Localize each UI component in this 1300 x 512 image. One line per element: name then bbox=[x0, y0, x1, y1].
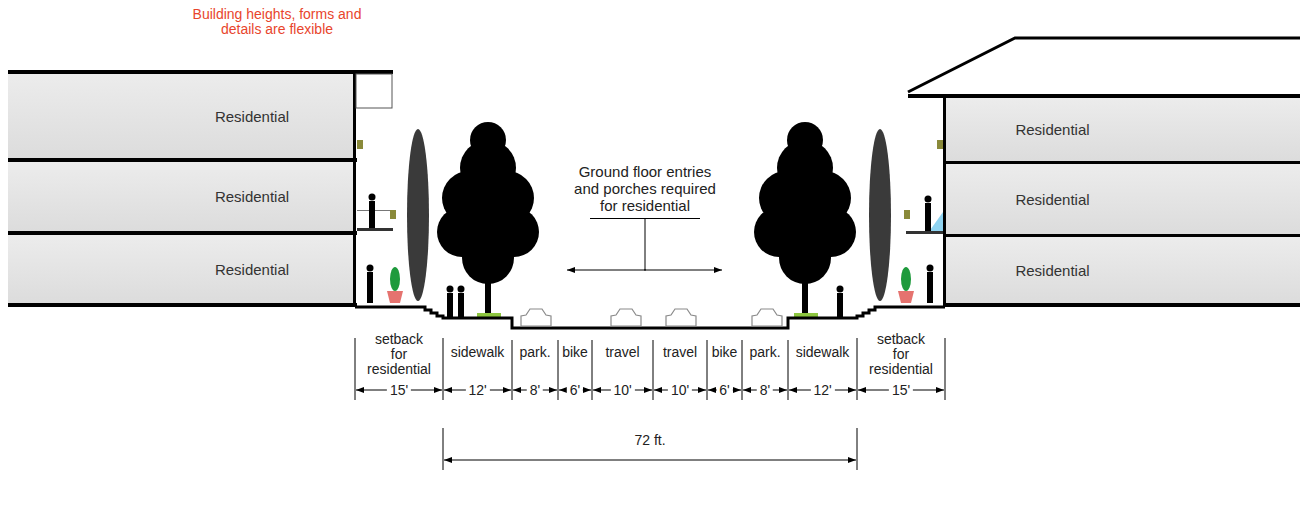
planter bbox=[390, 210, 396, 219]
roof-line bbox=[908, 38, 1300, 92]
dimension-label: bike bbox=[562, 345, 588, 360]
left-facade-details bbox=[357, 140, 403, 303]
floor-use-label: Residential bbox=[215, 188, 289, 205]
dimension-label: park. bbox=[519, 345, 550, 360]
dimension-tick bbox=[788, 340, 789, 400]
floor-band: Residential bbox=[8, 235, 353, 303]
dimension-label: travel bbox=[663, 345, 697, 360]
dimension-label: setback for residential bbox=[365, 332, 433, 377]
dimension-value: 72 ft. bbox=[631, 433, 668, 448]
dimension-tick bbox=[443, 338, 444, 400]
dimension-tick bbox=[857, 428, 858, 470]
dimension-value: 10' bbox=[610, 383, 634, 398]
dimension-tick bbox=[443, 428, 444, 470]
dimension-value: 12' bbox=[465, 383, 489, 398]
dimension-value: 6' bbox=[567, 383, 583, 398]
floor-band: Residential bbox=[946, 98, 1300, 161]
dimension-tick bbox=[945, 338, 946, 400]
dimension-lines bbox=[355, 338, 945, 470]
dimension-line bbox=[444, 460, 856, 461]
floor-slab bbox=[943, 303, 1300, 307]
street-tree bbox=[754, 122, 856, 316]
person bbox=[925, 196, 932, 203]
dimension-tick bbox=[742, 340, 743, 400]
balcony-slab bbox=[357, 228, 393, 231]
person bbox=[369, 194, 376, 201]
dimension-label: setback for residential bbox=[867, 332, 935, 377]
dimension-value: 10' bbox=[668, 383, 692, 398]
annotation: Ground floor entries and porches require… bbox=[570, 163, 720, 214]
floor-band: Residential bbox=[946, 237, 1300, 303]
dimension-tick bbox=[355, 338, 356, 400]
dimension-value: 8' bbox=[757, 383, 773, 398]
person bbox=[927, 272, 933, 303]
floor-band: Residential bbox=[8, 162, 353, 231]
dimension-tick bbox=[857, 338, 858, 400]
left-building-slabs bbox=[8, 70, 393, 307]
shrub bbox=[901, 267, 911, 291]
annotation-bracket bbox=[567, 219, 722, 271]
cypress-tree bbox=[407, 129, 429, 301]
dimension-label: sidewalk bbox=[451, 345, 505, 360]
street-tree bbox=[437, 122, 539, 316]
dimension-label: travel bbox=[605, 345, 639, 360]
floor-band: Residential bbox=[946, 164, 1300, 234]
floor-use-label: Residential bbox=[215, 261, 289, 278]
pedestrians bbox=[447, 286, 844, 319]
dimension-tick bbox=[558, 340, 559, 400]
balcony-slab bbox=[906, 231, 943, 234]
ground-profile bbox=[355, 307, 945, 328]
dimension-tick bbox=[707, 340, 708, 400]
dimension-value: 12' bbox=[810, 383, 834, 398]
dimension-label: park. bbox=[749, 345, 780, 360]
floor-use-label: Residential bbox=[215, 108, 289, 125]
floor-use-label: Residential bbox=[1015, 191, 1089, 208]
dimension-tick bbox=[592, 340, 593, 400]
dimension-label: sidewalk bbox=[796, 345, 850, 360]
person bbox=[925, 203, 931, 231]
cars bbox=[521, 309, 782, 326]
planter bbox=[904, 210, 910, 219]
shrub bbox=[390, 267, 400, 291]
person bbox=[369, 201, 375, 228]
floor-use-label: Residential bbox=[1015, 262, 1089, 279]
floor-band: Residential bbox=[8, 74, 353, 158]
dimension-tick bbox=[653, 340, 654, 400]
planter bbox=[357, 140, 363, 149]
right-building-slabs bbox=[908, 94, 1300, 307]
floor-use-label: Residential bbox=[1015, 121, 1089, 138]
floor-slab bbox=[8, 303, 357, 307]
note: Building heights, forms and details are … bbox=[187, 7, 367, 37]
dimension-value: 15' bbox=[889, 383, 913, 398]
person bbox=[367, 265, 374, 272]
cypress-tree bbox=[869, 129, 891, 301]
dimension-tick bbox=[512, 340, 513, 400]
dimension-value: 15' bbox=[387, 383, 411, 398]
right-facade-details bbox=[898, 140, 943, 303]
planter bbox=[937, 140, 943, 149]
dimension-value: 6' bbox=[716, 383, 732, 398]
pot bbox=[898, 291, 914, 303]
person bbox=[927, 265, 934, 272]
person bbox=[367, 272, 373, 303]
dimension-label: bike bbox=[712, 345, 738, 360]
pot bbox=[387, 291, 403, 303]
roof-balcony bbox=[356, 74, 392, 108]
dimension-value: 8' bbox=[527, 383, 543, 398]
